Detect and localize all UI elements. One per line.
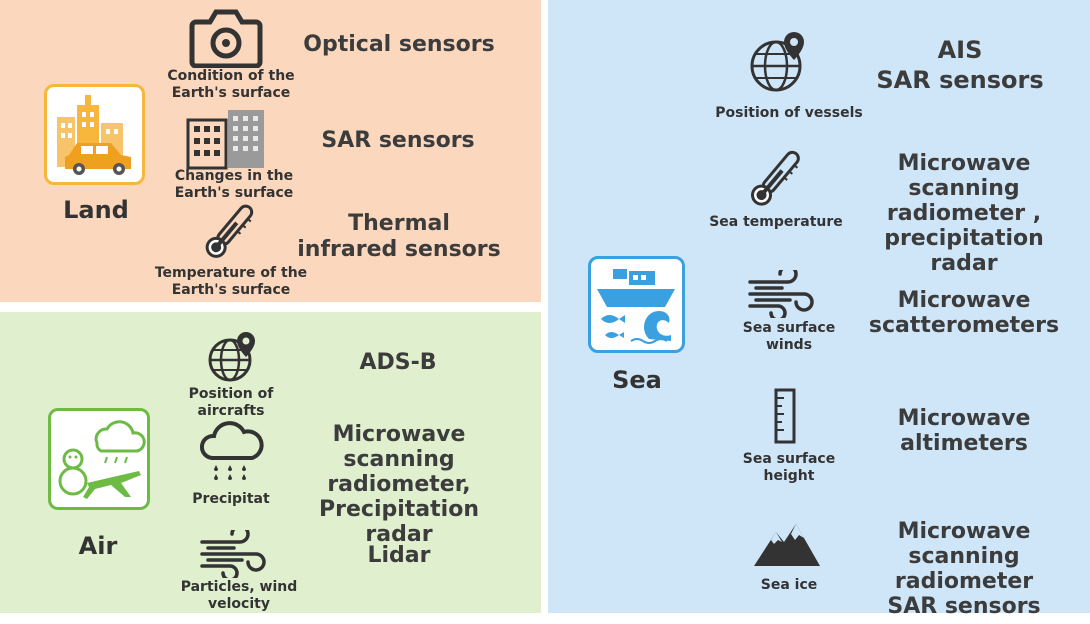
land-sensor-sar: SAR sensors bbox=[321, 128, 475, 153]
air-sensor-microwave: Microwave scanning radiometer, Precipita… bbox=[319, 422, 479, 547]
air-sensor-lidar: Lidar bbox=[367, 543, 431, 568]
sea-caption-winds: Sea surface winds bbox=[742, 320, 836, 353]
air-caption-particles: Particles, wind velocity bbox=[180, 579, 298, 612]
air-panel: Air Position of aircrafts ADS-B Precipit… bbox=[0, 312, 541, 613]
buildings-icon bbox=[186, 108, 266, 170]
thermometer-icon bbox=[742, 146, 808, 212]
camera-icon bbox=[188, 8, 264, 68]
ruler-icon bbox=[772, 388, 798, 444]
land-label: Land bbox=[63, 196, 129, 224]
air-caption-aircraft: Position of aircrafts bbox=[188, 386, 274, 419]
mountain-ice-icon bbox=[752, 522, 822, 568]
sea-sensor-altimeters: Microwave altimeters bbox=[897, 406, 1031, 456]
sea-panel: Sea Position of vessels AIS SAR sensors bbox=[548, 0, 1090, 619]
sea-label: Sea bbox=[612, 366, 662, 394]
sea-caption-vessels: Position of vessels bbox=[715, 105, 863, 121]
land-caption-changes: Changes in the Earth's surface bbox=[174, 168, 294, 201]
sea-sensor-radiometer: Microwave scanning radiometer , precipit… bbox=[884, 151, 1044, 276]
wind-icon bbox=[748, 270, 818, 318]
sea-sensor-scatterometers: Microwave scatterometers bbox=[868, 288, 1060, 338]
globe-pin-icon bbox=[750, 30, 808, 94]
wind-icon bbox=[200, 530, 270, 578]
land-sensor-thermal: Thermal infrared sensors bbox=[297, 211, 501, 262]
sea-caption-height: Sea surface height bbox=[742, 451, 836, 484]
sea-category-icon bbox=[588, 256, 685, 353]
land-panel: Land Condition of the Earth's surface Op… bbox=[0, 0, 541, 302]
air-caption-precipitation: Precipitat bbox=[192, 491, 270, 507]
land-caption-condition: Condition of the Earth's surface bbox=[167, 68, 295, 101]
globe-pin-icon bbox=[206, 330, 260, 386]
sea-caption-ice: Sea ice bbox=[760, 577, 818, 593]
sea-sensor-ais: AIS SAR sensors bbox=[876, 36, 1044, 94]
land-sensor-optical: Optical sensors bbox=[303, 32, 495, 57]
air-label: Air bbox=[78, 532, 118, 560]
rain-cloud-icon bbox=[198, 418, 266, 480]
air-category-icon bbox=[48, 408, 150, 510]
sea-caption-temperature: Sea temperature bbox=[709, 214, 843, 230]
thermometer-icon bbox=[196, 200, 262, 264]
land-category-icon bbox=[44, 84, 145, 185]
sea-sensor-ice: Microwave scanning radiometer SAR sensor… bbox=[887, 519, 1041, 619]
land-caption-temperature: Temperature of the Earth's surface bbox=[154, 265, 308, 298]
air-sensor-adsb: ADS-B bbox=[359, 350, 437, 375]
